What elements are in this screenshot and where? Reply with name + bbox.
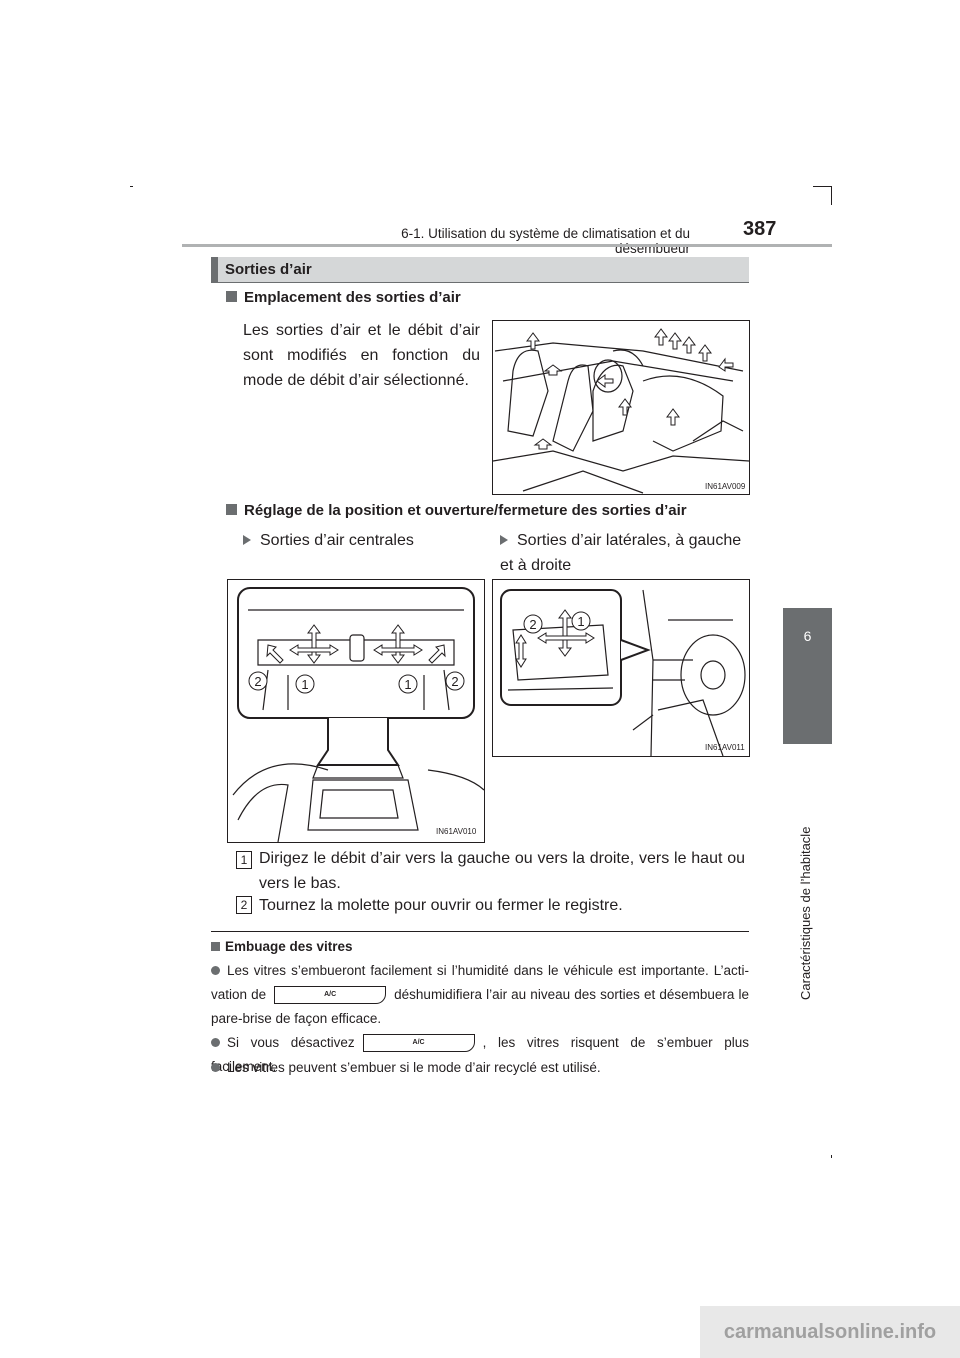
callout-1: 1 [577, 614, 584, 629]
triangle-bullet-icon [243, 535, 251, 545]
chapter-number: 6 [803, 628, 812, 644]
header-rule [182, 244, 832, 247]
figure-code-3: IN61AV011 [705, 743, 745, 752]
section-heading: Sorties d’air [211, 257, 749, 283]
running-header: 6-1. Utilisation du système de climatisa… [401, 226, 690, 256]
callout-1: 1 [301, 677, 308, 692]
section-marker [211, 257, 218, 283]
location-heading: Emplacement des sorties d’air [226, 289, 461, 306]
section-rule [211, 282, 749, 283]
bullet-dot-icon [211, 1038, 220, 1047]
location-text: Les sorties d’air et le débit d’air sont… [243, 322, 480, 389]
adjustment-heading: Réglage de la position et ouverture/ferm… [226, 502, 687, 519]
center-vents-illustration: 2 1 1 2 IN61AV010 [232, 587, 485, 843]
note-bullet-1: Les vitres s’embueront facilement si l’h… [211, 963, 749, 1026]
square-bullet-icon [211, 942, 220, 951]
side-vents-illustration: 2 1 IN61AV011 [500, 589, 746, 757]
crop-mark [831, 186, 832, 205]
note-heading: Embuage des vitres [211, 939, 353, 954]
step-2-text: Tournez la molette pour ouvrir ou fermer… [259, 897, 623, 914]
ac-button-icon: A/C [362, 1034, 475, 1053]
triangle-bullet-icon [500, 535, 508, 545]
step-1-text: Dirigez le débit d’air vers la gauche ou… [259, 850, 745, 892]
figure-code-1: IN61AV009 [705, 482, 746, 491]
crop-mark [130, 186, 133, 187]
note-rule [211, 931, 749, 932]
chapter-title: Caractéristiques de l’habitacle [798, 826, 813, 1000]
bullet-dot-icon [211, 1063, 220, 1072]
bullet-dot-icon [211, 966, 220, 975]
figure-center-vents: 2 1 1 2 IN61AV010 [227, 579, 485, 843]
note-bullet-3: Les vitres peuvent s’embuer si le mode d… [211, 1056, 749, 1080]
center-outlets-label: Sorties d’air centrales [243, 528, 468, 553]
crop-mark [813, 186, 832, 187]
step-number-badge: 1 [236, 851, 252, 869]
figure-air-outlets-location: IN61AV009 [492, 320, 750, 495]
watermark: carmanualsonline.info [700, 1306, 960, 1358]
square-bullet-icon [226, 504, 237, 515]
ac-button-icon: A/C [274, 986, 387, 1005]
section-title: Sorties d’air [225, 261, 312, 278]
square-bullet-icon [226, 291, 237, 302]
chapter-tab: 6 [783, 608, 832, 744]
figure-side-vents: 2 1 IN61AV011 [492, 579, 750, 757]
side-outlets-label: Sorties d’air latérales, à gauche et à d… [500, 532, 742, 574]
callout-2: 2 [529, 617, 536, 632]
callout-1: 1 [404, 677, 411, 692]
page-number: 387 [743, 218, 777, 240]
callout-2: 2 [254, 674, 261, 689]
crop-mark [831, 1155, 832, 1158]
callout-2: 2 [451, 674, 458, 689]
step-number-badge: 2 [236, 896, 252, 914]
figure-code-2: IN61AV010 [436, 827, 477, 836]
car-interior-illustration: IN61AV009 [492, 328, 750, 494]
